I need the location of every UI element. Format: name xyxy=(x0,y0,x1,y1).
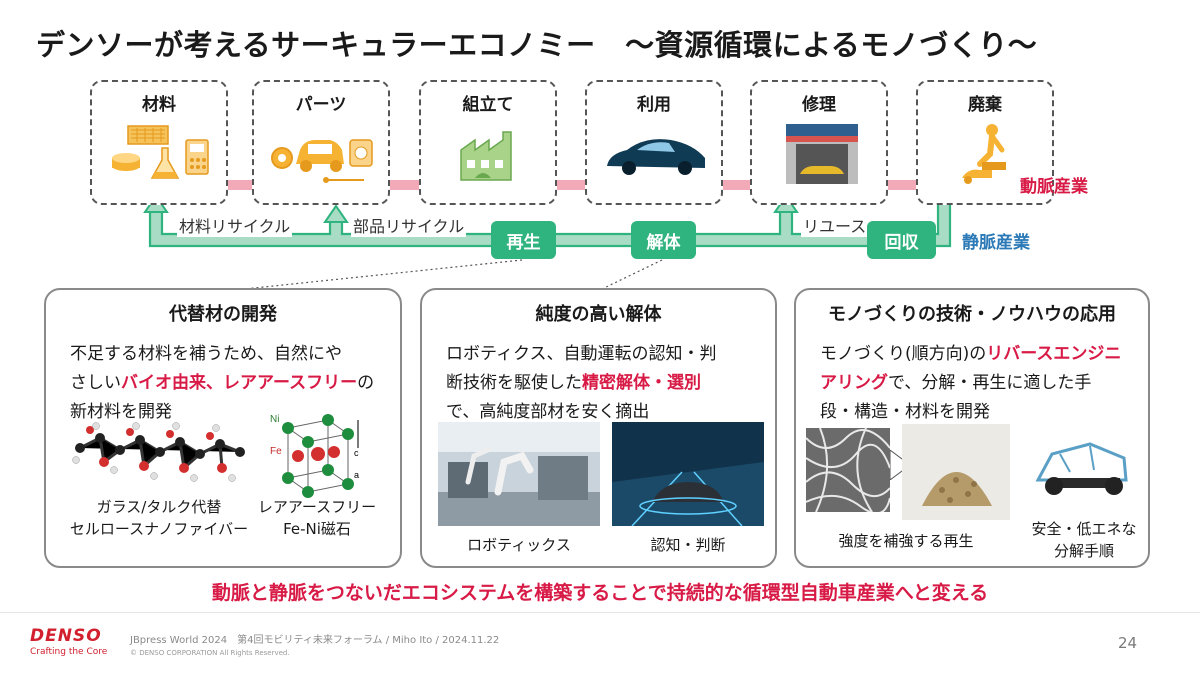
caption-line: Fe-Ni磁石 xyxy=(283,520,351,538)
panel-text: モノづくり(順方向)のリバースエンジニ アリングで、分解・再生に適した手 段・構… xyxy=(820,340,1134,427)
axis-c-label: c xyxy=(354,448,359,458)
stage-repair: 修理 xyxy=(750,80,888,205)
material-recycle-label: 材料リサイクル xyxy=(177,213,293,237)
panel-text-line: 新材料を開発 xyxy=(70,402,172,422)
recognition-caption: 認知・判断 xyxy=(650,536,726,554)
highlight-text: リバースエンジニ xyxy=(986,344,1122,364)
panel-text-line: で、高純度部材を安く摘出 xyxy=(446,402,650,422)
regeneration-caption: 強度を補強する再生 xyxy=(838,532,974,550)
arterial-industry-label: 動脈産業 xyxy=(1020,177,1088,197)
panel-title: 純度の高い解体 xyxy=(535,304,662,325)
factory-icon xyxy=(460,131,512,181)
stage-materials: 材料 xyxy=(90,80,228,205)
fe-ni-crystal-image: Ni Fe c a xyxy=(270,414,359,498)
panel-text: 不足する材料を補うため、自然にや さしいバイオ由来、レアアースフリーの 新材料を… xyxy=(70,340,386,427)
denso-logo: DENSO xyxy=(30,626,102,646)
venous-industry-label: 静脈産業 xyxy=(962,233,1030,253)
panel-title: 代替材の開発 xyxy=(169,304,277,325)
panel-text-span: の xyxy=(357,373,375,393)
panel-text-span: さしい xyxy=(70,373,121,393)
stage-disposal: 廃棄 xyxy=(916,80,1054,205)
stage-label: 利用 xyxy=(637,95,671,115)
stage-label: 廃棄 xyxy=(968,95,1002,115)
caption-line: ガラス/タルク代替 xyxy=(96,498,222,516)
caption-line: 安全・低エネな xyxy=(1031,520,1137,538)
cellulose-molecule-image xyxy=(72,422,245,482)
highlight-text: バイオ由来、レアアースフリー xyxy=(121,373,358,393)
fe-label: Fe xyxy=(270,446,282,457)
ni-label: Ni xyxy=(270,414,279,425)
panel-alternative-materials: 代替材の開発 不足する材料を補うため、自然にや さしいバイオ由来、レアアースフリ… xyxy=(44,288,402,568)
disassembly-caption: 安全・低エネな 分解手順 xyxy=(1022,518,1146,562)
collect-badge: 回収 xyxy=(867,221,936,259)
stage-label: 修理 xyxy=(802,95,836,115)
panel-text-line: 不足する材料を補うため、自然にや xyxy=(70,344,342,364)
stage-assembly: 組立て xyxy=(419,80,557,205)
recognition-photo xyxy=(612,422,764,526)
ev-chassis-image xyxy=(1030,424,1134,510)
panel-text-line: モノづくり(順方向)のリバースエンジニ xyxy=(820,340,1134,369)
materials-icon xyxy=(112,125,209,179)
panel-text-line: 断技術を駆使した精密解体・選別 xyxy=(446,369,761,398)
panel-text-line: 段・構造・材料を開発 xyxy=(820,402,990,422)
fiber-microscope-image xyxy=(806,428,890,512)
stage-label: パーツ xyxy=(295,95,347,115)
cnf-caption: ガラス/タルク代替 セルロースナノファイバー xyxy=(64,496,254,540)
footer-copyright: © DENSO CORPORATION All Rights Reserved. xyxy=(130,649,290,657)
panel-text-line: ロボティクス、自動運転の認知・判 xyxy=(446,344,717,364)
panel-manufacturing-knowhow: モノづくりの技術・ノウハウの応用 モノづくり(順方向)のリバースエンジニ アリン… xyxy=(794,288,1150,568)
pellets-photo xyxy=(902,424,1010,520)
parts-recycle-label: 部品リサイクル xyxy=(351,213,467,237)
robotics-caption: ロボティックス xyxy=(467,536,571,554)
slide-title: デンソーが考えるサーキュラーエコノミー ～資源循環によるモノづくり～ xyxy=(36,28,1038,62)
panel-text-span: 断技術を駆使した xyxy=(446,373,582,393)
disposal-icon xyxy=(962,124,1006,184)
panel-title: モノづくりの技術・ノウハウの応用 xyxy=(828,304,1116,325)
stage-label: 材料 xyxy=(142,95,176,115)
panel-text-line: アリングで、分解・再生に適した手 xyxy=(820,369,1134,398)
stage-parts: パーツ xyxy=(252,80,390,205)
zoom-pointer xyxy=(890,450,910,480)
caption-line: セルロースナノファイバー xyxy=(69,520,249,538)
repair-shop-icon xyxy=(786,124,858,184)
logo-tagline: Crafting the Core xyxy=(30,647,108,657)
car-icon xyxy=(607,139,705,175)
panel-text-span: で、分解・再生に適した手 xyxy=(888,373,1092,393)
parts-icon xyxy=(271,139,373,183)
footer-event-info: JBpress World 2024 第4回モビリティ未来フォーラム / Mih… xyxy=(130,635,500,646)
highlight-text: アリング xyxy=(820,373,888,393)
bottom-message: 動脈と静脈をつないだエコシステムを構築することで持続的な循環型自動車産業へと変え… xyxy=(211,582,989,604)
dismantle-badge: 解体 xyxy=(631,221,696,259)
regenerate-badge: 再生 xyxy=(491,221,556,259)
robotics-photo xyxy=(438,422,600,526)
footer-divider xyxy=(0,612,1200,613)
caption-line: レアアースフリー xyxy=(257,498,377,516)
caption-line: 分解手順 xyxy=(1053,542,1114,560)
panel-high-purity-dismantling: 純度の高い解体 ロボティクス、自動運転の認知・判 断技術を駆使した精密解体・選別… xyxy=(420,288,777,568)
magnet-caption: レアアースフリー Fe-Ni磁石 xyxy=(252,496,382,540)
axis-a-label: a xyxy=(354,470,359,480)
panel-text-span: モノづくり(順方向)の xyxy=(820,344,987,364)
page-number: 24 xyxy=(1118,634,1138,652)
stage-label: 組立て xyxy=(462,95,514,115)
panel-text: ロボティクス、自動運転の認知・判 断技術を駆使した精密解体・選別 で、高純度部材… xyxy=(446,340,761,427)
highlight-text: 精密解体・選別 xyxy=(582,373,701,393)
panel-text-line: さしいバイオ由来、レアアースフリーの xyxy=(70,369,386,398)
stage-use: 利用 xyxy=(585,80,723,205)
reuse-label: リユース xyxy=(801,213,869,237)
